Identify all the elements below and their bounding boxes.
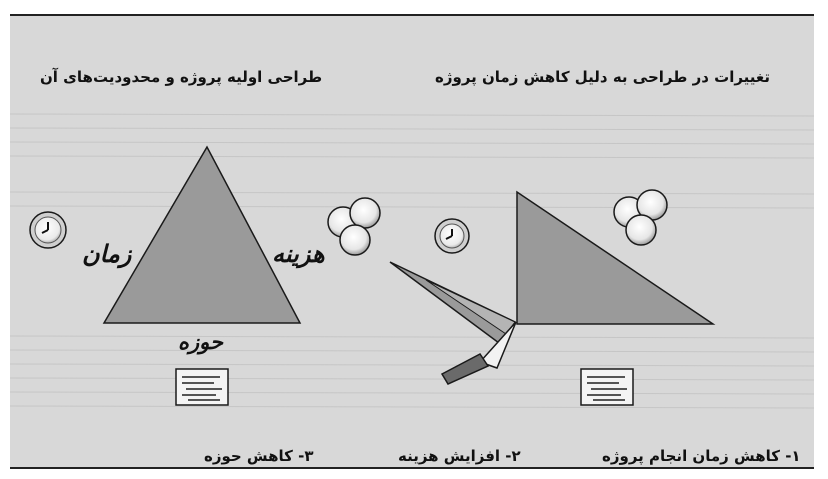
caption-increase-cost: ۲- افزایش هزینه — [398, 447, 521, 465]
knife-icon — [440, 321, 517, 385]
cut-sliver-piece — [389, 261, 517, 348]
label-time: زمان — [82, 240, 132, 268]
heading-design-changes: تغییرات در طراحی به دلیل کاهش زمان پروژه — [435, 68, 771, 86]
clock-icon — [434, 218, 470, 254]
label-cost: هزینه — [272, 240, 325, 268]
diagram-canvas — [10, 113, 814, 409]
caption-reduce-time: ۱- کاهش زمان انجام پروژه — [602, 447, 801, 465]
changed-triangle — [516, 190, 716, 325]
caption-reduce-scope: ۳- کاهش حوزه — [204, 447, 314, 465]
heading-original-design: طراحی اولیه پروژه و محدودیت‌های آن — [40, 68, 323, 86]
original-triangle — [102, 145, 302, 324]
background-texture — [10, 113, 814, 409]
label-scope: حوزه — [178, 330, 223, 354]
cut-sliver-piece-small — [425, 279, 516, 335]
document-icon — [175, 368, 229, 406]
coins-icon — [327, 197, 381, 256]
document-icon — [580, 368, 634, 406]
coins-icon — [613, 189, 668, 246]
clock-icon — [29, 211, 67, 249]
diagram-panel: طراحی اولیه پروژه و محدودیت‌های آن تغییر… — [10, 14, 814, 469]
